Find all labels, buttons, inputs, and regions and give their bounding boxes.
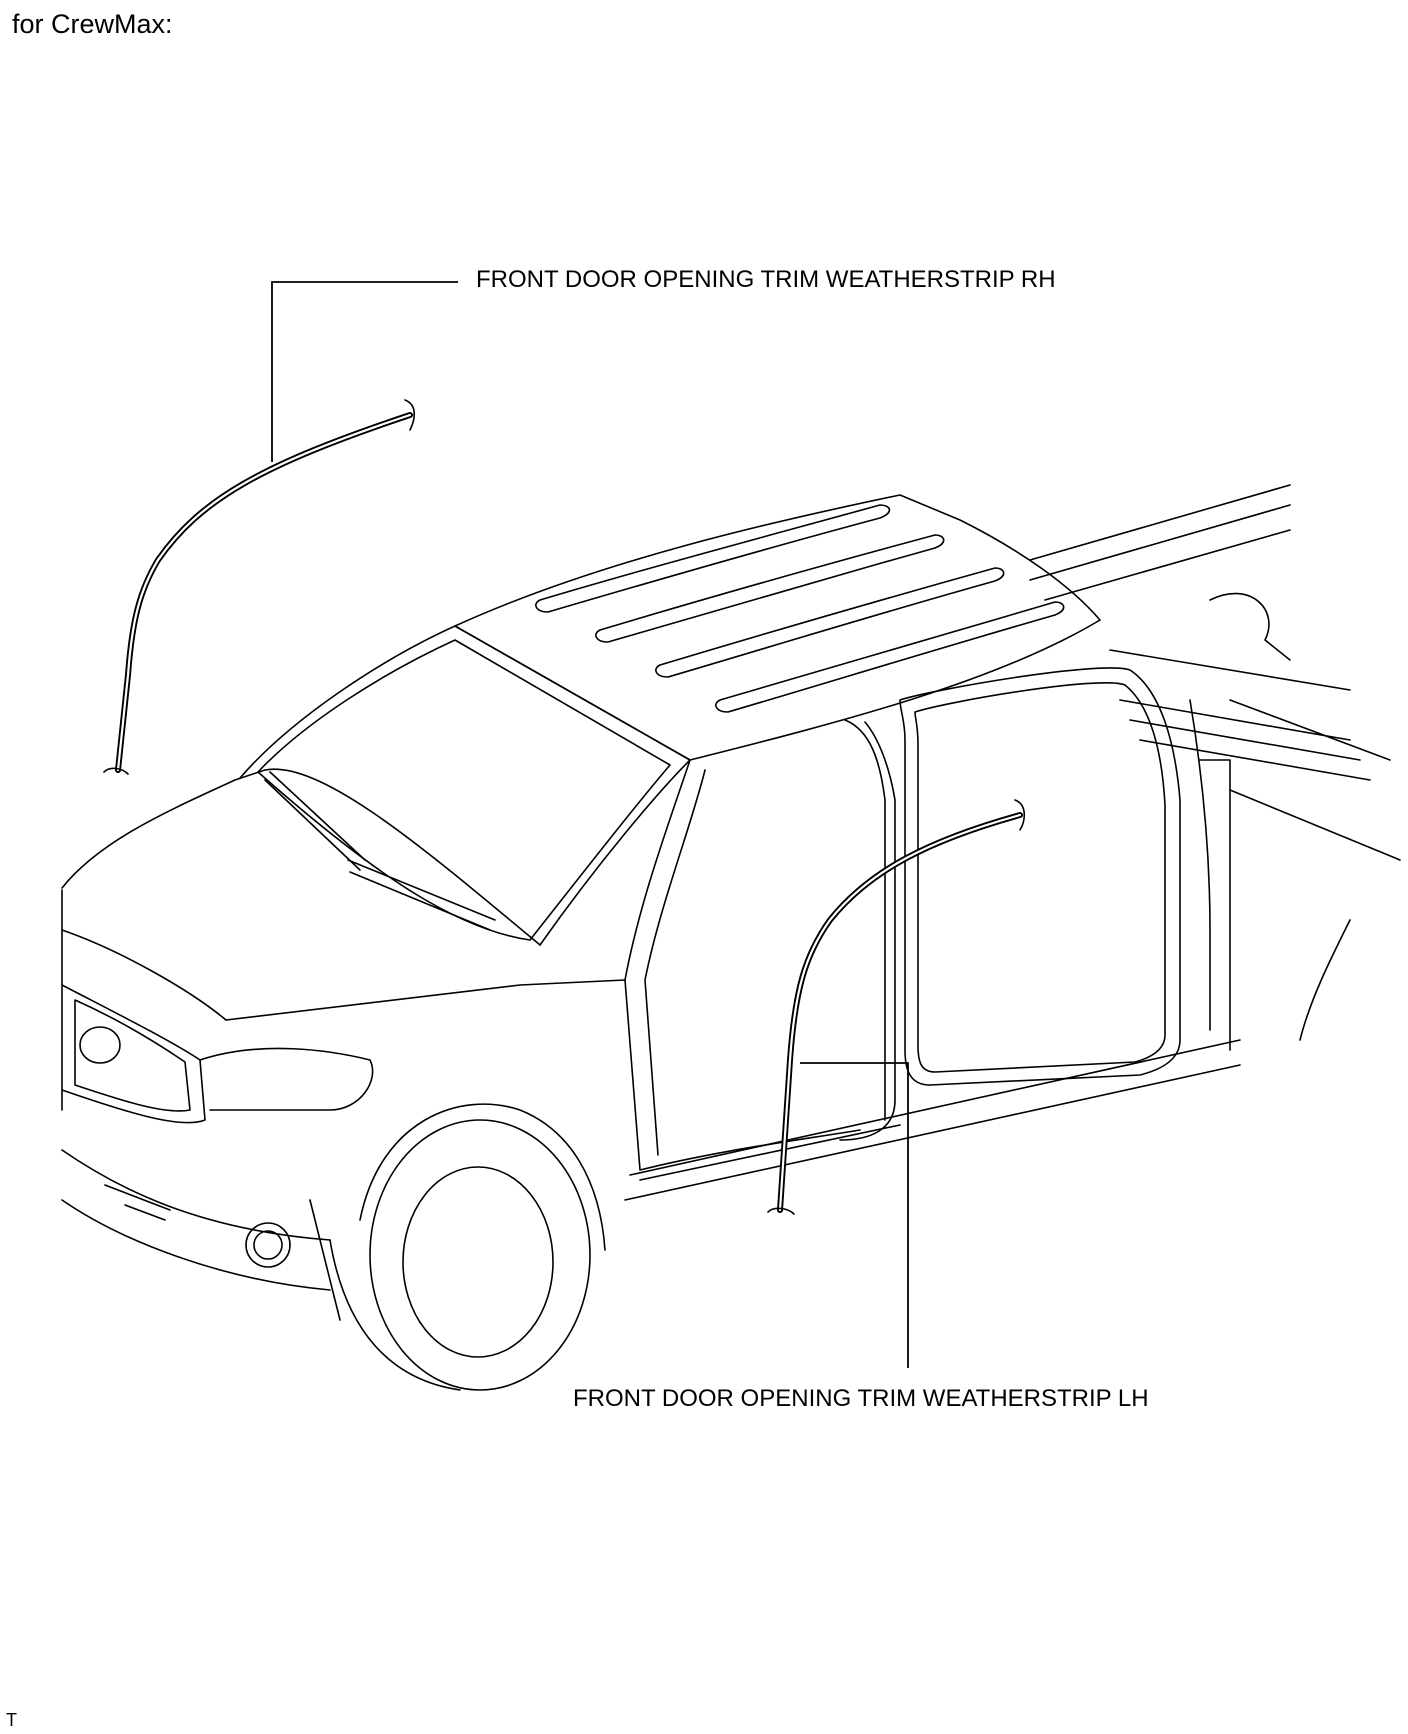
callout-weatherstrip-lh: FRONT DOOR OPENING TRIM WEATHERSTRIP LH (573, 1385, 1149, 1412)
weatherstrip-lh (767, 799, 1026, 1215)
page-heading: for CrewMax: (12, 9, 173, 39)
footer-code: T (6, 1710, 17, 1730)
truck-outline (61, 484, 1401, 1391)
leader-line-rh (271, 281, 458, 462)
callout-weatherstrip-rh: FRONT DOOR OPENING TRIM WEATHERSTRIP RH (476, 266, 1056, 293)
weatherstrip-rh (103, 399, 416, 775)
leader-line-lh (800, 1062, 909, 1368)
